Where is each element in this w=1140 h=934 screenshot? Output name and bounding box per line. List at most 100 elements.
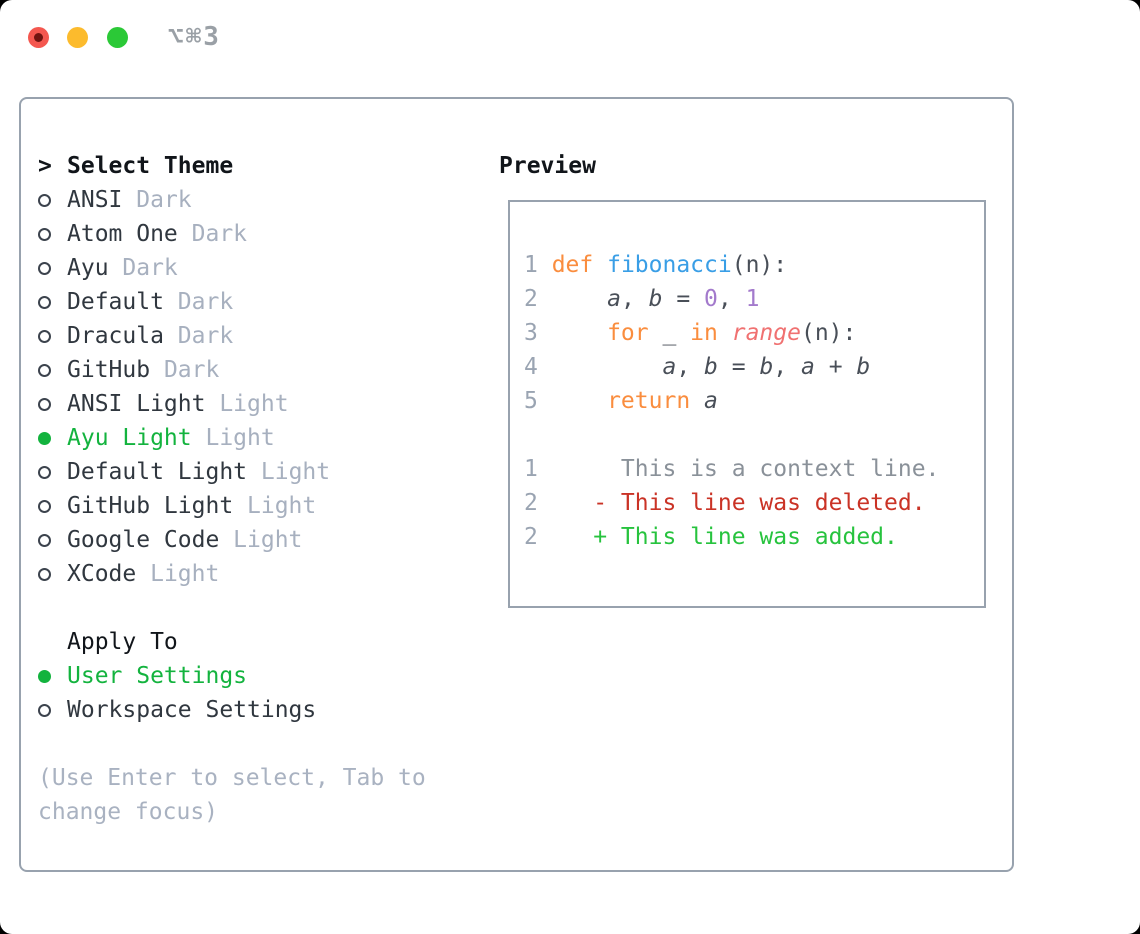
- theme-option-ayu[interactable]: Ayu Dark: [38, 251, 426, 285]
- preview-line: 4 a, b = b, a + b: [524, 350, 970, 384]
- code-token-fg: =: [662, 286, 705, 312]
- preview-line: 2 + This line was added.: [524, 520, 970, 554]
- code-token-added: + This line was added.: [551, 524, 898, 550]
- select-theme-header: > Select Theme: [38, 149, 426, 183]
- code-token-fg: [552, 388, 607, 414]
- radio-selected-icon: [38, 431, 51, 445]
- code-token-context: This is a context line.: [551, 456, 940, 482]
- help-line: change focus): [38, 799, 219, 825]
- theme-name: ANSI: [67, 187, 137, 213]
- radio-selected-icon: [38, 669, 51, 683]
- line-number: 5: [524, 388, 538, 414]
- prompt-cursor-icon: >: [38, 153, 52, 179]
- theme-option-ansi[interactable]: ANSI Dark: [38, 183, 426, 217]
- theme-option-dracula[interactable]: Dracula Dark: [38, 319, 426, 353]
- apply-to-header: Apply To: [38, 625, 426, 659]
- code-token-fg: [718, 320, 732, 346]
- theme-option-atom-one[interactable]: Atom One Dark: [38, 217, 426, 251]
- line-number: 4: [524, 354, 538, 380]
- line-number: 1: [524, 252, 538, 278]
- preview-line: 2 - This line was deleted.: [524, 486, 970, 520]
- code-token-fg: [552, 286, 607, 312]
- close-button-icon[interactable]: [28, 27, 49, 48]
- code-token-fg: a: [801, 354, 815, 380]
- theme-name: Ayu: [67, 255, 123, 281]
- apply-option-user-settings[interactable]: User Settings: [38, 659, 426, 693]
- code-token-fg: ,: [717, 286, 746, 312]
- line-number: 1: [524, 456, 538, 482]
- theme-variant: Light: [260, 459, 331, 485]
- code-token-fg: a: [704, 388, 718, 414]
- minimize-button-icon[interactable]: [67, 27, 88, 48]
- code-token-keyword: def: [551, 252, 594, 278]
- help-line: (Use Enter to select, Tab to: [38, 765, 426, 791]
- theme-variant: Dark: [177, 289, 234, 315]
- preview-line: 1 This is a context line.: [524, 452, 970, 486]
- code-token-fg: ,: [620, 286, 649, 312]
- code-token-fg: (n):: [731, 252, 788, 278]
- code-token-fg: ,: [773, 354, 801, 380]
- radio-icon: [38, 499, 51, 513]
- code-token-keyword: return: [607, 388, 691, 414]
- code-token-fg: b: [704, 354, 718, 380]
- theme-option-ansi-light[interactable]: ANSI Light Light: [38, 387, 426, 421]
- preview-line: 1 def fibonacci(n):: [524, 248, 970, 282]
- line-number: 2: [524, 286, 538, 312]
- code-token-fg: [552, 354, 663, 380]
- code-token-fg: b: [759, 354, 774, 380]
- code-token-fg: [593, 252, 607, 278]
- radio-icon: [38, 567, 51, 581]
- theme-option-xcode[interactable]: XCode Light: [38, 557, 426, 591]
- theme-option-github[interactable]: GitHub Dark: [38, 353, 426, 387]
- apply-option-label: User Settings: [67, 663, 248, 689]
- code-token-fg: b: [648, 286, 663, 312]
- theme-name: Default: [67, 289, 178, 315]
- zoom-button-icon[interactable]: [107, 27, 128, 48]
- code-token-function: fibonacci: [607, 252, 732, 278]
- code-token-fg: a: [607, 286, 621, 312]
- code-token-fg: (n):: [800, 320, 857, 346]
- radio-icon: [38, 295, 51, 309]
- theme-variant: Dark: [177, 323, 234, 349]
- theme-option-default[interactable]: Default Dark: [38, 285, 426, 319]
- theme-variant: Dark: [163, 357, 220, 383]
- code-token-fg: +: [814, 354, 857, 380]
- help-text: (Use Enter to select, Tab to change focu…: [38, 761, 426, 829]
- theme-option-google-code[interactable]: Google Code Light: [38, 523, 426, 557]
- preview-line: 2 a, b = 0, 1: [524, 282, 970, 316]
- theme-name: XCode: [67, 561, 151, 587]
- radio-icon: [38, 227, 51, 241]
- theme-variant: Light: [150, 561, 220, 587]
- line-number: 2: [524, 490, 538, 516]
- window-title: ⌥⌘3: [168, 22, 221, 52]
- apply-option-workspace-settings[interactable]: Workspace Settings: [38, 693, 426, 727]
- theme-name: Atom One: [67, 221, 192, 247]
- code-token-special: range: [731, 320, 801, 346]
- theme-variant: Light: [205, 425, 275, 451]
- theme-name: Ayu Light: [67, 425, 206, 451]
- radio-icon: [38, 533, 51, 547]
- theme-variant: Light: [219, 391, 289, 417]
- code-token-keyword: for: [607, 320, 649, 346]
- radio-icon: [38, 703, 51, 717]
- theme-variant: Dark: [122, 255, 178, 281]
- code-token-fg: _: [648, 320, 691, 346]
- code-token-fg: a: [662, 354, 677, 380]
- theme-variant: Light: [233, 527, 303, 553]
- code-token-fg: [552, 320, 607, 346]
- theme-option-default-light[interactable]: Default Light Light: [38, 455, 426, 489]
- line-number: 2: [524, 524, 538, 550]
- theme-option-github-light[interactable]: GitHub Light Light: [38, 489, 426, 523]
- radio-icon: [38, 261, 51, 275]
- theme-option-ayu-light[interactable]: Ayu Light Light: [38, 421, 426, 455]
- theme-variant: Dark: [136, 187, 192, 213]
- theme-name: GitHub Light: [67, 493, 248, 519]
- spacer: [38, 591, 426, 625]
- code-token-fg: ,: [676, 354, 705, 380]
- radio-icon: [38, 193, 51, 207]
- radio-icon: [38, 465, 51, 479]
